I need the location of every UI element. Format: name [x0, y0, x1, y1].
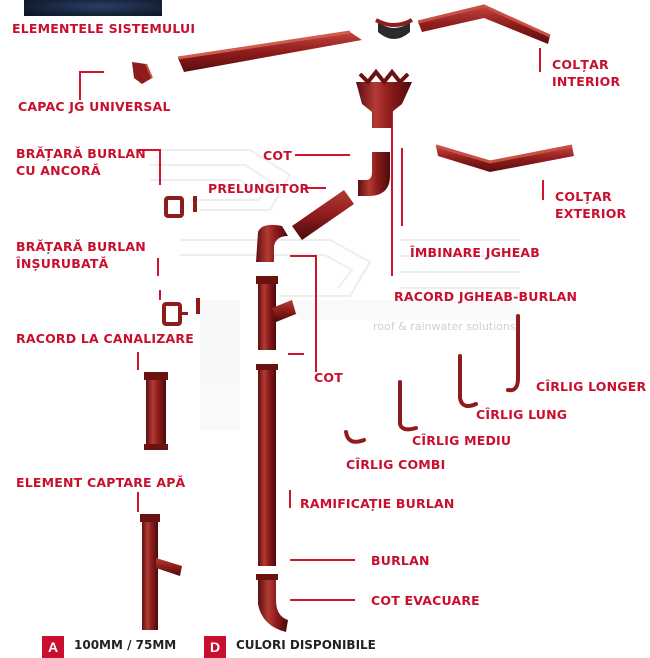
label-interior-corner-line2: INTERIOR — [552, 74, 621, 89]
label-hook-combi: CÎRLIG COMBI — [346, 457, 446, 472]
label-clamp-anchor-line1: BRĂȚARĂ BURLAN — [16, 146, 146, 161]
footer-text-a: 100MM / 75MM — [74, 638, 177, 652]
label-outlet: RACORD JGHEAB-BURLAN — [394, 289, 578, 304]
label-clamp-anchor-line2: CU ANCORĂ — [16, 163, 101, 178]
label-elbow-mid: COT — [314, 370, 343, 385]
footer-badge-a: A — [42, 636, 64, 658]
label-exterior-corner-line2: EXTERIOR — [555, 206, 627, 221]
leader-lines — [79, 48, 544, 601]
footer-badge-b: D — [204, 636, 226, 658]
label-hook-medium: CÎRLIG MEDIU — [412, 433, 512, 448]
outlet-elbow — [256, 574, 288, 632]
hook-long — [458, 354, 478, 408]
gutter-joint — [375, 18, 413, 39]
label-system-elements: ELEMENTELE SISTEMULUI — [12, 21, 196, 36]
label-pipe-branch: RAMIFICAȚIE BURLAN — [300, 496, 455, 511]
label-gutter-joint: ÎMBINARE JGHEAB — [410, 245, 541, 260]
pipe-branch — [256, 276, 296, 350]
label-exterior-corner-line1: COLȚAR — [555, 189, 612, 204]
label-downpipe: BURLAN — [371, 553, 430, 568]
interior-corner — [417, 4, 551, 44]
gutter-outlet — [356, 68, 412, 128]
label-outlet-elbow: COT EVACUARE — [371, 593, 480, 608]
label-elbow-top: COT — [263, 148, 292, 163]
brand-image — [24, 0, 162, 16]
label-hook-long: CÎRLIG LUNG — [476, 407, 568, 422]
label-clamp-screw-line1: BRĂȚARĂ BURLAN — [16, 239, 146, 254]
label-interior-corner-line1: COLȚAR — [552, 57, 609, 72]
exterior-corner — [435, 144, 574, 172]
label-hook-longer: CÎRLIG LONGER — [536, 379, 647, 394]
label-clamp-screw: BRĂȚARĂ BURLAN ÎNȘURUBATĂ — [16, 238, 146, 272]
footer-text-b: CULORI DISPONIBILE — [236, 638, 376, 652]
end-cap — [132, 62, 153, 84]
label-extension: PRELUNGITOR — [208, 181, 310, 196]
downpipe — [256, 364, 278, 566]
hook-combi — [344, 430, 366, 444]
hook-medium — [398, 380, 418, 432]
elbow-top — [358, 152, 390, 196]
hooks — [344, 314, 520, 444]
label-clamp-anchor: BRĂȚARĂ BURLAN CU ANCORĂ — [16, 145, 146, 179]
label-rain-collector: ELEMENT CAPTARE APĂ — [16, 475, 186, 490]
label-sewer-connector: RACORD LA CANALIZARE — [16, 331, 194, 346]
hook-longer — [506, 314, 520, 393]
footer: A 100MM / 75MM D CULORI DISPONIBILE — [0, 630, 650, 658]
label-clamp-screw-line2: ÎNȘURUBATĂ — [16, 256, 109, 271]
label-exterior-corner: COLȚAR EXTERIOR — [555, 188, 626, 222]
sewer-connector — [144, 372, 168, 450]
watermark-text: roof & rainwater solutions — [373, 320, 516, 333]
label-interior-corner: COLȚAR INTERIOR — [552, 56, 620, 90]
rain-collector — [140, 514, 182, 630]
clamp-screw — [162, 298, 200, 326]
watermark-logo — [150, 149, 520, 430]
label-end-cap: CAPAC JG UNIVERSAL — [18, 99, 171, 114]
clamp-anchor — [164, 196, 197, 218]
extension-pipe — [292, 190, 354, 240]
elbow-mid — [256, 224, 288, 262]
gutter — [177, 30, 362, 72]
